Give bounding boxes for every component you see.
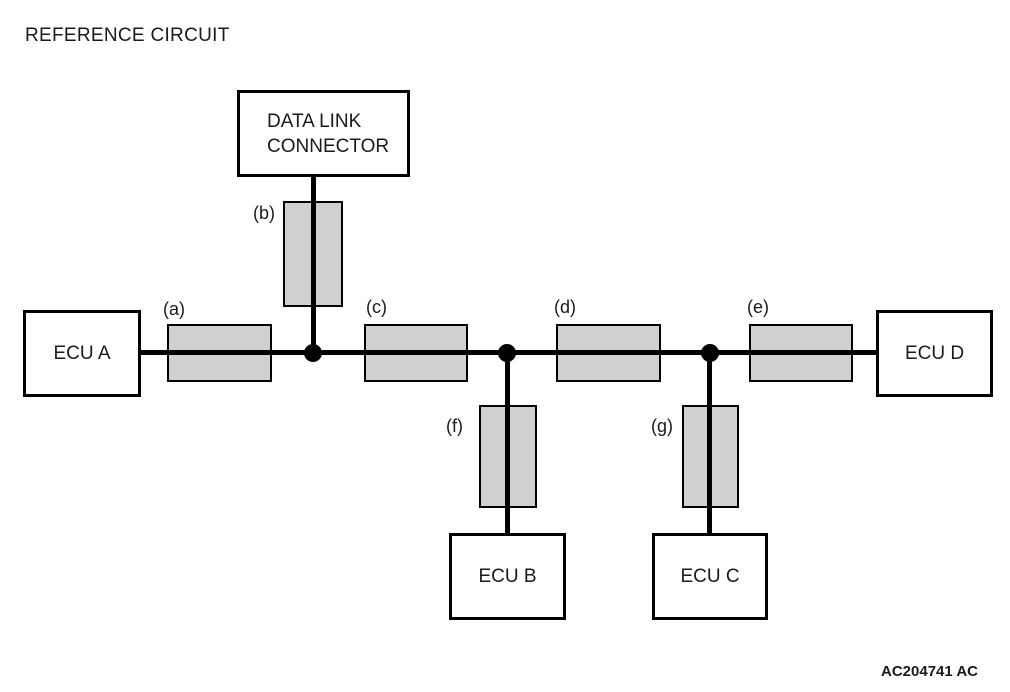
ecu-d-label: ECU D xyxy=(904,342,965,364)
ecu-c-box: ECU C xyxy=(652,533,768,620)
ecu-b-box: ECU B xyxy=(449,533,566,620)
diagram-title: REFERENCE CIRCUIT xyxy=(25,25,230,46)
wire-segment-c-label: (c) xyxy=(366,297,387,317)
wire-segment-e-label: (e) xyxy=(747,297,769,317)
data-link-connector-box: DATA LINK CONNECTOR xyxy=(237,90,410,177)
wire-segment-a-label: (a) xyxy=(163,299,185,319)
wire-segment-f-label: (f) xyxy=(446,416,463,436)
ecu-a-label: ECU A xyxy=(53,342,111,364)
ecu-d-box: ECU D xyxy=(876,310,993,397)
junction-dot-ecu-b xyxy=(498,344,516,362)
wire-segment-d-label: (d) xyxy=(554,297,576,317)
wire-segment-b-label: (b) xyxy=(253,203,275,223)
figure-code: AC204741 AC xyxy=(881,663,978,680)
ecu-c-branch-wire xyxy=(707,352,712,535)
data-link-connector-label: DATA LINK CONNECTOR xyxy=(267,110,390,157)
ecu-a-box: ECU A xyxy=(23,310,141,397)
junction-dot-dlc xyxy=(304,344,322,362)
ecu-b-label: ECU B xyxy=(478,565,537,587)
wire-segment-g-label: (g) xyxy=(651,416,673,436)
ecu-b-branch-wire xyxy=(505,352,510,535)
dlc-branch-wire xyxy=(311,175,316,355)
junction-dot-ecu-c xyxy=(701,344,719,362)
ecu-c-label: ECU C xyxy=(680,565,740,587)
